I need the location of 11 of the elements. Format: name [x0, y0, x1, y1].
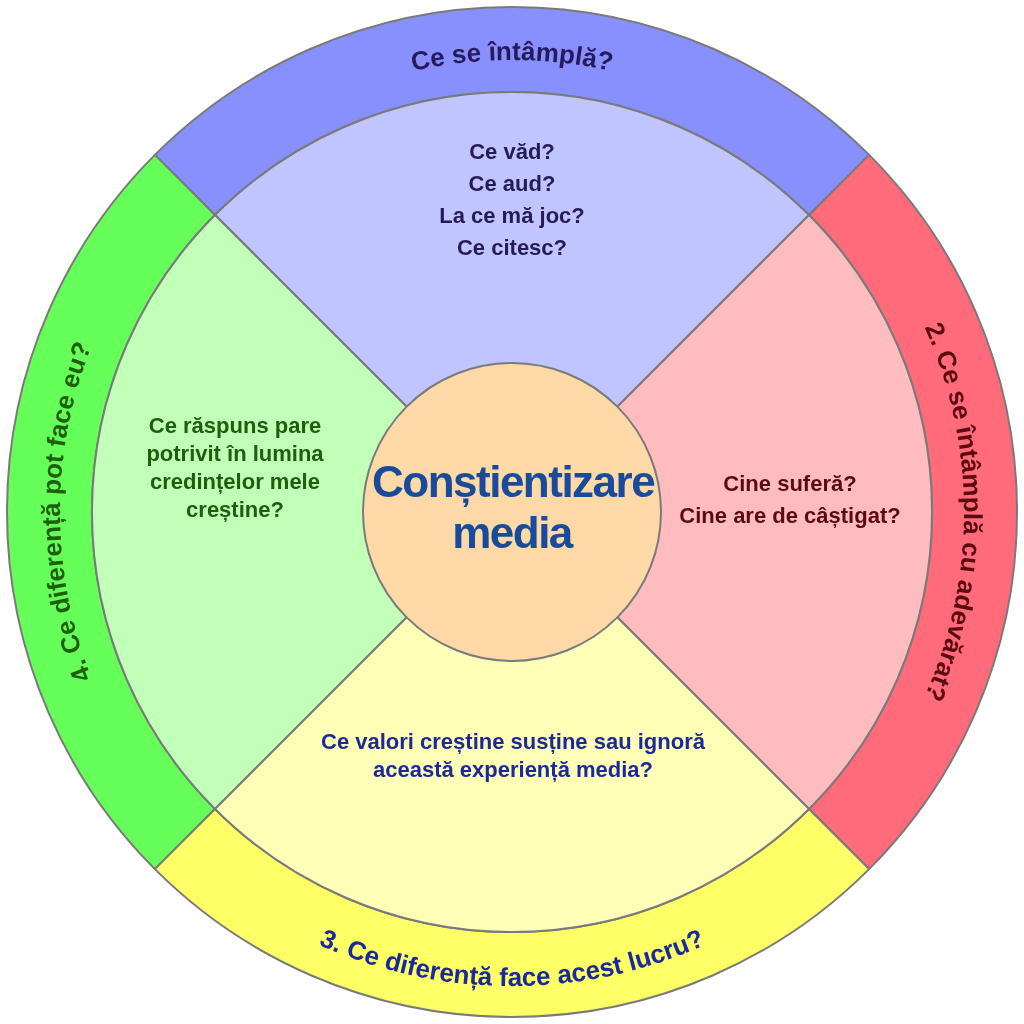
band-label: 3. Ce diferență face acest lucru? — [315, 922, 709, 993]
question-text: Ce aud? — [468, 170, 556, 199]
question-text: Cine suferă? — [723, 470, 857, 498]
question-text: Ce văd? — [469, 138, 555, 166]
band-label: Ce se întâmplă? — [408, 35, 616, 77]
question-text: Cine are de câștigat? — [679, 502, 901, 531]
question-text: Ce răspuns pare potrivit în lumina credințelor mele creștine? — [145, 412, 325, 525]
center-title: Conștientizare media — [372, 457, 652, 559]
question-text: La ce mă joc? — [439, 202, 585, 231]
question-text: Ce citesc? — [456, 234, 568, 263]
question-text: Ce valori creștine susține sau ignoră această experiență media? — [320, 728, 706, 785]
